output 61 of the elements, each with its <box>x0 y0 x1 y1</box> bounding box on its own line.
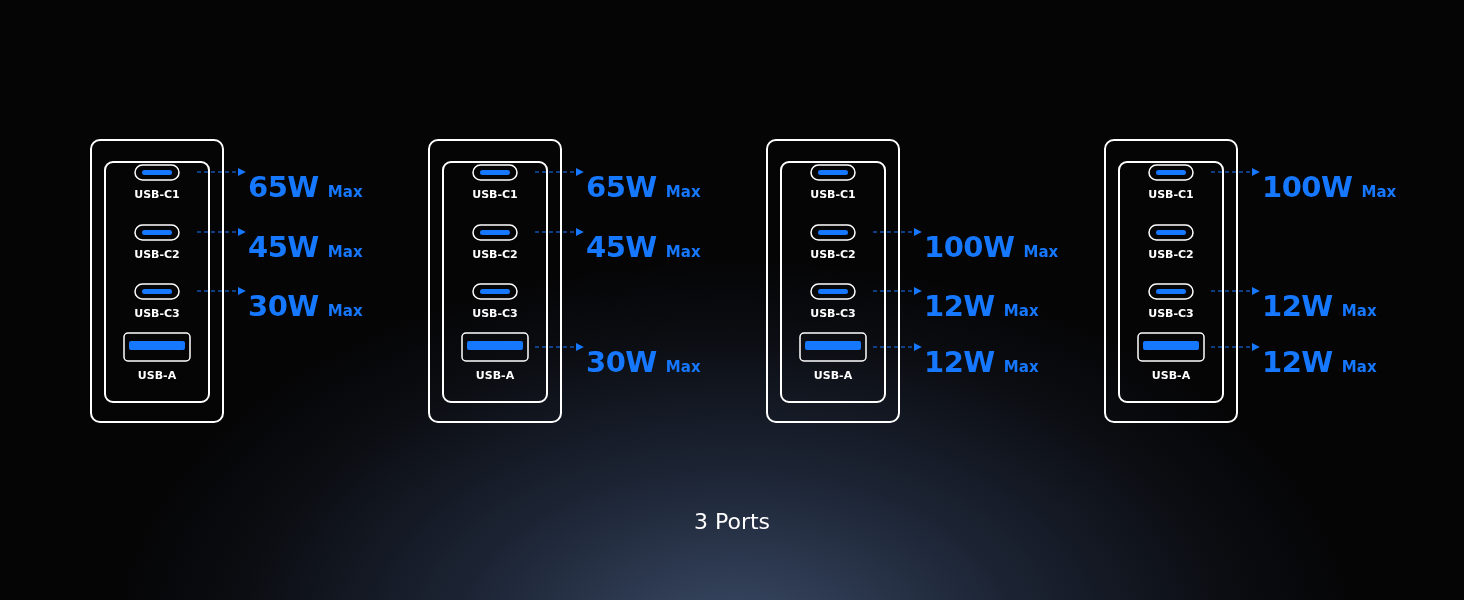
power-value: 30W <box>586 345 657 379</box>
power-value: 12W <box>1262 345 1333 379</box>
arrow <box>1210 168 1260 176</box>
port-label: USB-C1 <box>810 187 856 201</box>
power-value: 45W <box>586 230 657 264</box>
arrow <box>534 343 584 351</box>
arrow <box>872 287 922 295</box>
port-label: USB-C1 <box>134 187 180 201</box>
arrow <box>872 228 922 236</box>
port-panel <box>104 161 210 403</box>
arrow <box>872 343 922 351</box>
max-label: Max <box>327 183 363 201</box>
port-label: USB-C3 <box>810 306 856 320</box>
port-label: USB-A <box>137 369 177 382</box>
max-label: Max <box>1003 358 1039 376</box>
port-panel <box>780 161 886 403</box>
power-value: 12W <box>924 345 995 379</box>
max-label: Max <box>1361 183 1397 201</box>
power-value: 100W <box>1262 170 1353 204</box>
max-label: Max <box>1003 302 1039 320</box>
max-label: Max <box>1023 243 1059 261</box>
arrow <box>534 168 584 176</box>
port-label: USB-A <box>1151 369 1191 382</box>
port-label: USB-A <box>813 369 853 382</box>
charger-outline <box>428 139 562 423</box>
port-panel <box>442 161 548 403</box>
charger-outline <box>766 139 900 423</box>
max-label: Max <box>1341 358 1377 376</box>
port-label: USB-C3 <box>134 306 180 320</box>
power-value: 45W <box>248 230 319 264</box>
arrow <box>534 228 584 236</box>
max-label: Max <box>665 183 701 201</box>
power-value: 65W <box>586 170 657 204</box>
power-value: 100W <box>924 230 1015 264</box>
power-value: 12W <box>1262 289 1333 323</box>
port-label: USB-A <box>475 369 515 382</box>
port-label: USB-C2 <box>1148 247 1194 261</box>
port-label: USB-C1 <box>472 187 518 201</box>
max-label: Max <box>665 243 701 261</box>
caption: 3 Ports <box>692 509 772 534</box>
port-label: USB-C2 <box>472 247 518 261</box>
port-label: USB-C3 <box>472 306 518 320</box>
arrow <box>196 287 246 295</box>
power-value: 30W <box>248 289 319 323</box>
port-panel <box>1118 161 1224 403</box>
charger-outline <box>90 139 224 423</box>
port-label: USB-C2 <box>810 247 856 261</box>
max-label: Max <box>1341 302 1377 320</box>
arrow <box>1210 343 1260 351</box>
arrow <box>1210 287 1260 295</box>
arrow <box>196 228 246 236</box>
charger-outline <box>1104 139 1238 423</box>
arrow <box>196 168 246 176</box>
port-label: USB-C2 <box>134 247 180 261</box>
power-value: 12W <box>924 289 995 323</box>
power-value: 65W <box>248 170 319 204</box>
max-label: Max <box>327 302 363 320</box>
max-label: Max <box>327 243 363 261</box>
max-label: Max <box>665 358 701 376</box>
port-label: USB-C1 <box>1148 187 1194 201</box>
port-label: USB-C3 <box>1148 306 1194 320</box>
